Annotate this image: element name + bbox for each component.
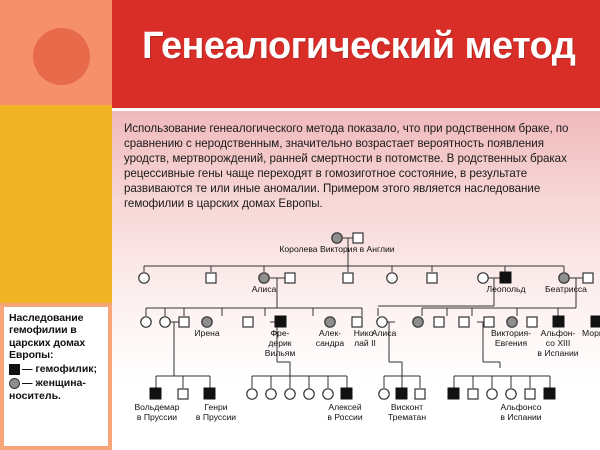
symbol-male-affected	[590, 315, 600, 328]
symbol-male-normal	[242, 316, 254, 328]
symbol-male-affected	[149, 387, 162, 400]
title-bar-inner	[118, 4, 596, 104]
symbol-male-normal	[342, 272, 354, 284]
symbol-female-carrier	[506, 316, 518, 328]
legend-title-line-4: Европы:	[9, 349, 54, 362]
label-queen-victoria: Королева Виктория в Англии	[279, 244, 394, 254]
symbol-female-carrier	[412, 316, 424, 328]
decorative-circle	[33, 28, 90, 85]
legend-affected-label: — гемофилик;	[22, 362, 98, 375]
symbol-male-normal	[524, 388, 536, 400]
symbol-female-carrier	[558, 272, 570, 284]
symbol-male-normal	[414, 388, 426, 400]
symbol-female-normal	[477, 272, 489, 284]
symbol-male-normal	[178, 316, 190, 328]
legend-title-line-1: Наследование	[9, 312, 84, 324]
symbol-male-normal	[467, 388, 479, 400]
legend-carrier-label-tail: носитель.	[9, 389, 61, 402]
legend-title: Наследование гемофилии в царских домах Е…	[9, 312, 104, 362]
filled-square-icon	[9, 363, 20, 375]
label-alexandra: Алек-сандра	[316, 328, 345, 348]
symbol-female-carrier	[331, 232, 343, 244]
symbol-male-affected	[395, 387, 408, 400]
symbol-male-affected	[203, 387, 216, 400]
symbol-male-affected	[543, 387, 556, 400]
symbol-male-normal	[458, 316, 470, 328]
legend-item-affected: — гемофилик;	[9, 363, 104, 376]
symbol-female-normal	[303, 388, 315, 400]
symbol-female-normal	[486, 388, 498, 400]
sidebar-yellow-block	[0, 105, 112, 303]
symbol-male-normal	[352, 232, 364, 244]
symbol-female-carrier	[201, 316, 213, 328]
body-paragraph: Использование генеалогического метода по…	[124, 122, 569, 211]
symbol-female-normal	[505, 388, 517, 400]
label-alice-gen2: Алиса	[252, 284, 277, 294]
symbol-male-normal	[177, 388, 189, 400]
symbol-female-normal	[246, 388, 258, 400]
symbol-female-carrier	[258, 272, 270, 284]
symbol-female-normal	[159, 316, 171, 328]
symbol-female-normal	[378, 388, 390, 400]
symbol-male-normal	[205, 272, 217, 284]
half-filled-circle-icon	[9, 377, 20, 389]
symbol-female-normal	[138, 272, 150, 284]
label-victoria-eugenia: Виктория-Евгения	[491, 328, 531, 348]
label-leopold: Леопольд	[487, 284, 526, 294]
symbol-female-carrier	[324, 316, 336, 328]
symbol-male-normal	[351, 316, 363, 328]
symbol-male-normal	[526, 316, 538, 328]
symbol-male-affected	[552, 315, 565, 328]
label-irena: Ирена	[194, 328, 219, 338]
title-divider	[118, 108, 596, 111]
body-panel	[112, 111, 600, 450]
pedigree-symbols	[138, 232, 600, 400]
symbol-male-normal	[433, 316, 445, 328]
symbol-male-affected	[340, 387, 353, 400]
label-beatrice: Беатрисса	[545, 284, 587, 294]
symbol-male-affected	[274, 315, 287, 328]
legend-title-line-3: царских домах	[9, 336, 86, 349]
symbol-male-normal	[426, 272, 438, 284]
label-nicholas-ii: Нико-лай II	[354, 328, 377, 348]
symbol-female-normal	[140, 316, 152, 328]
page-title: Генеалогический метод	[142, 25, 576, 67]
symbol-female-normal	[284, 388, 296, 400]
label-maurice: Морис	[582, 328, 600, 338]
pedigree-labels: Королева Виктория в Англии Алиса Леополь…	[134, 244, 600, 422]
legend-title-line-2: гемофилии в	[9, 324, 77, 337]
symbol-male-normal	[582, 272, 594, 284]
symbol-female-normal	[265, 388, 277, 400]
symbol-male-affected	[499, 271, 512, 284]
symbol-male-normal	[284, 272, 296, 284]
legend-item-carrier: — женщина-	[9, 377, 104, 390]
symbol-female-normal	[322, 388, 334, 400]
symbol-male-normal	[483, 316, 495, 328]
symbol-female-normal	[386, 272, 398, 284]
label-alice-gen3: Алиса	[372, 328, 397, 338]
legend-box: Наследование гемофилии в царских домах Е…	[4, 307, 108, 446]
symbol-male-affected	[447, 387, 460, 400]
pedigree-chart: Королева Виктория в Англии Алиса Леополь…	[112, 228, 600, 450]
pedigree-connectors	[143, 237, 583, 388]
legend-carrier-label: — женщина-	[22, 376, 86, 389]
symbol-female-normal	[376, 316, 388, 328]
